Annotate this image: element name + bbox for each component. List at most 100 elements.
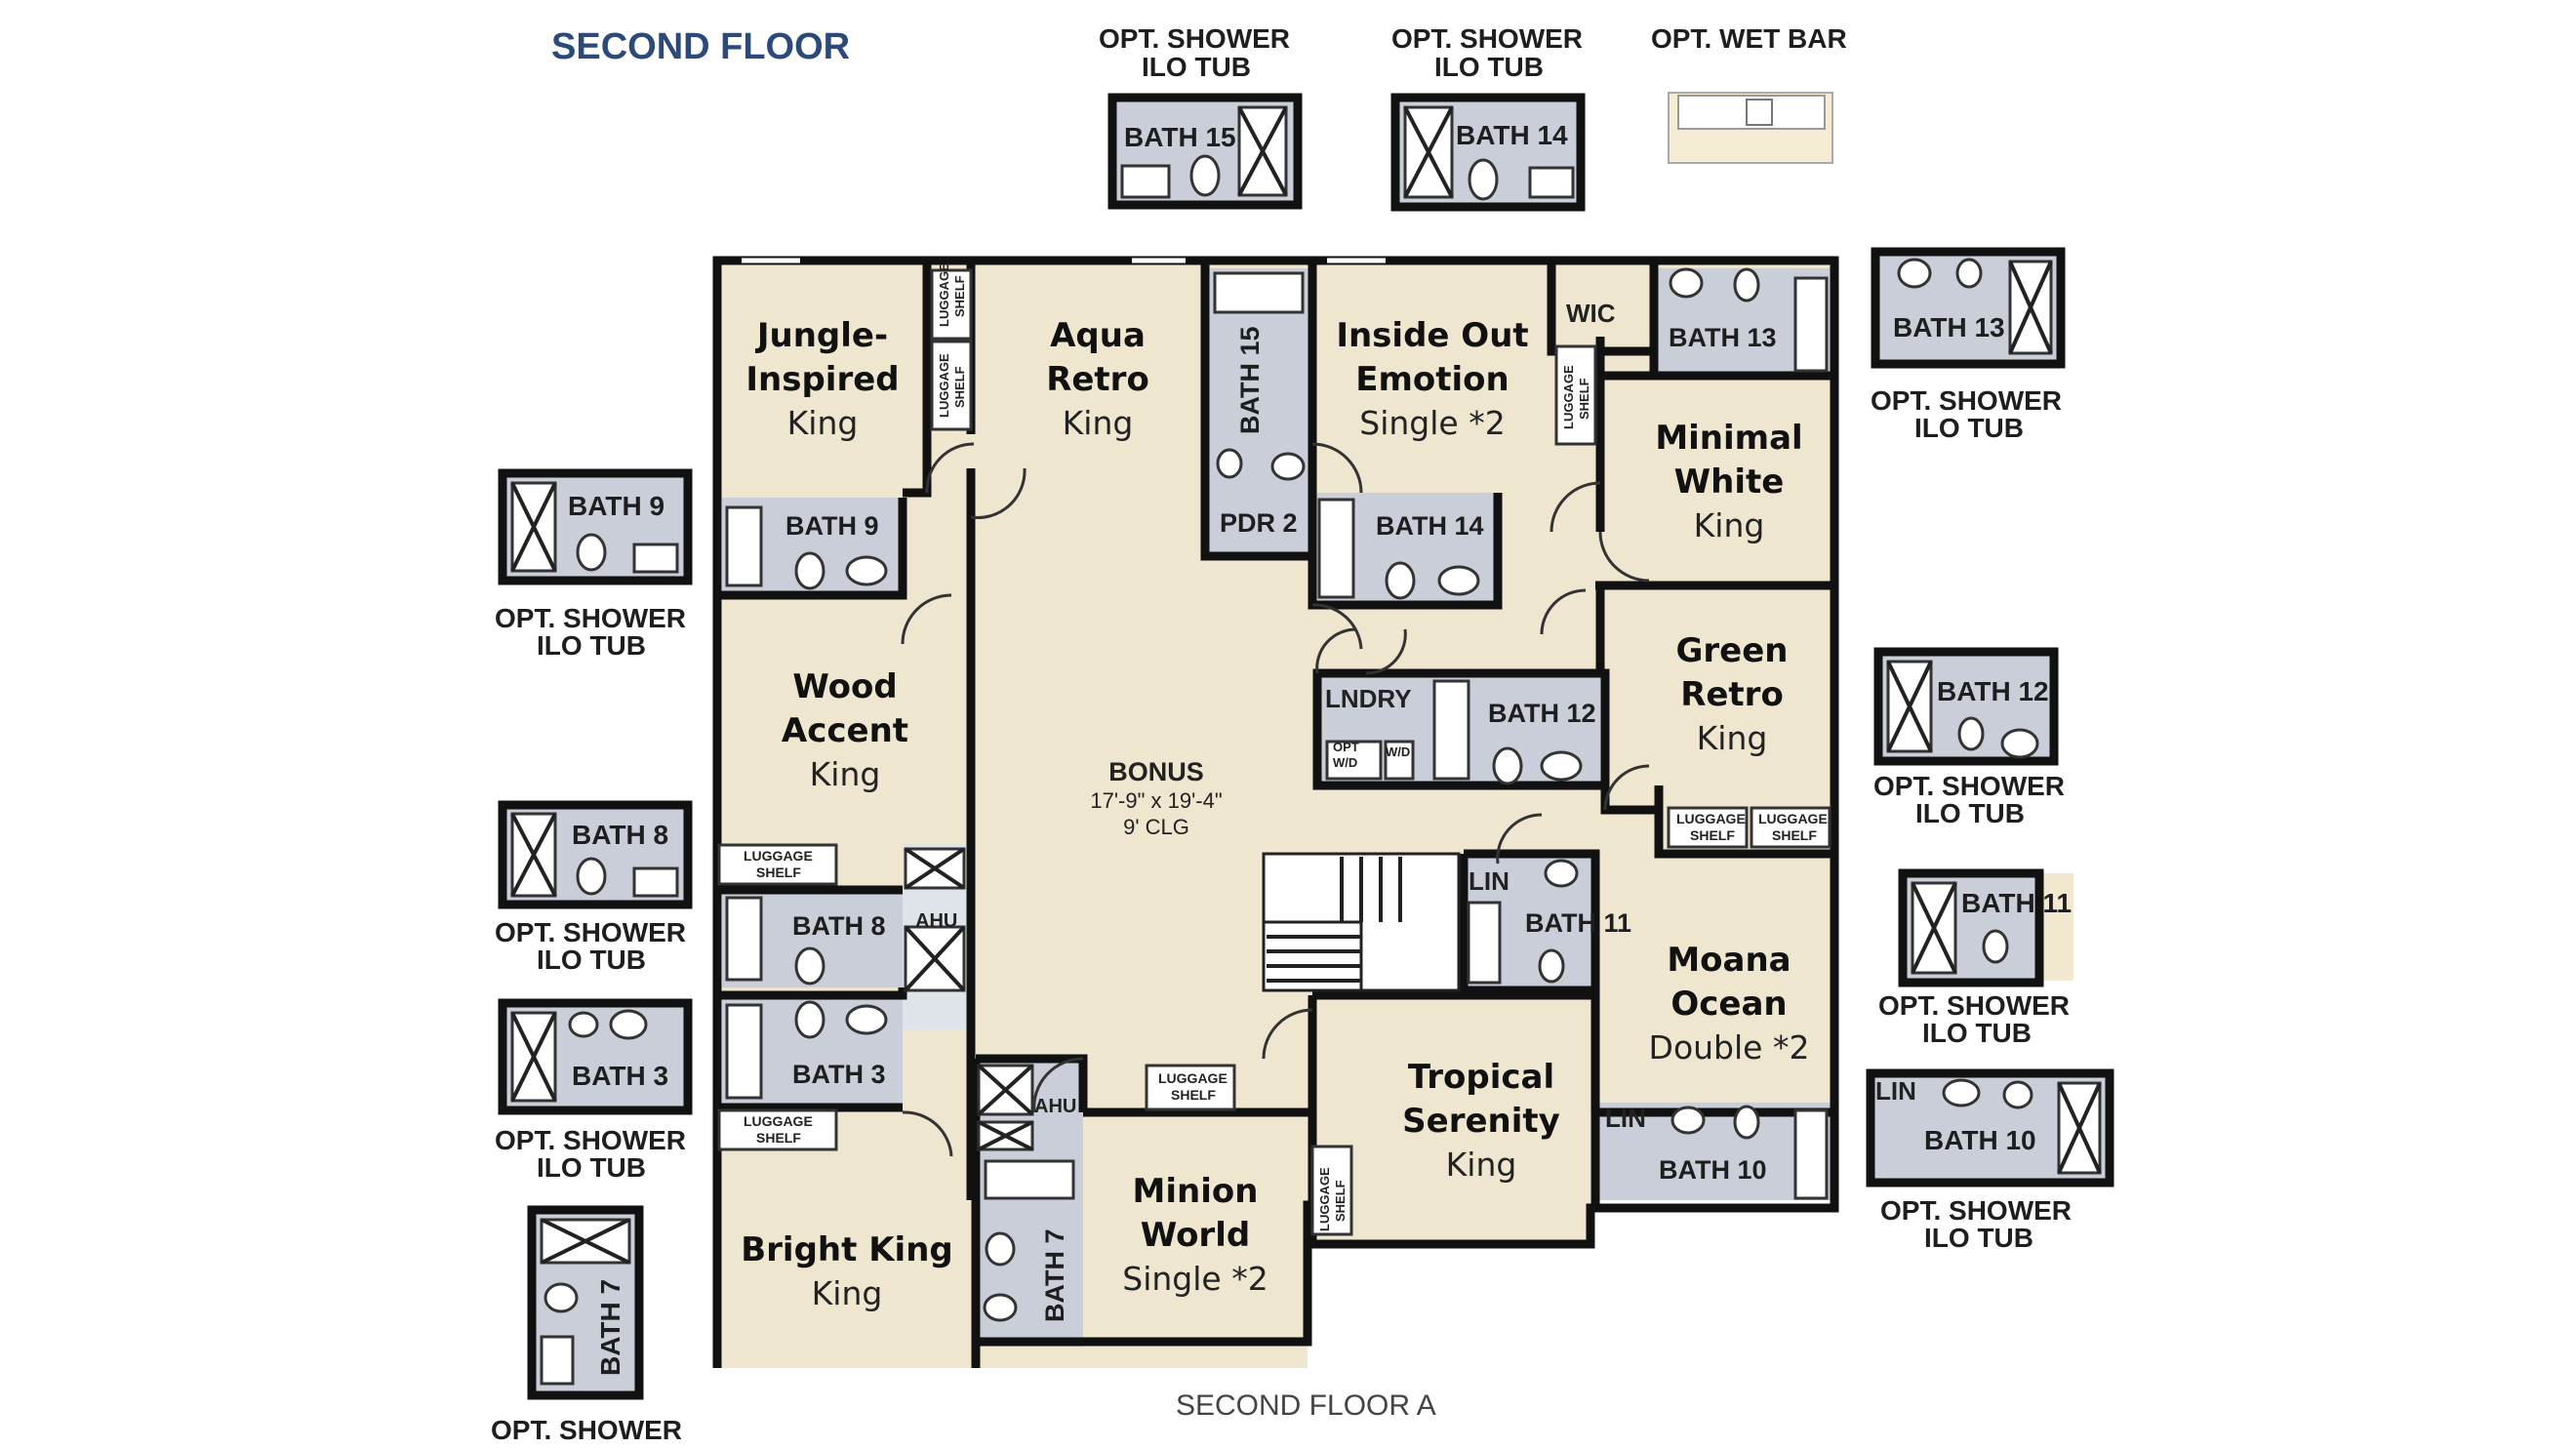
room-name: Minimal [1655,419,1802,458]
shelf-label: SHELF [756,1130,801,1146]
bath-label: BATH 10 [1659,1155,1767,1185]
room-name: Inside Out [1336,316,1528,355]
bed-type: King [810,755,881,793]
option-label: OPT. SHOWER [1878,990,2070,1021]
wd-label: W/D [1333,755,1357,770]
option-label: ILO TUB [1924,1223,2033,1253]
option-inset-bath-7: BATH 7 OPT. SHOWER [491,1205,682,1445]
luggage-label: LUGGAGE [937,262,951,327]
option-label: ILO TUB [537,630,646,661]
option-inset-bath-12: BATH 12 OPT. SHOWER ILO TUB [1873,647,2065,828]
wic-label: WIC [1566,299,1616,328]
bath-label: BATH 13 [1893,312,2005,342]
room-name: Ocean [1670,985,1787,1024]
shelf-label: SHELF [1171,1087,1216,1103]
plan-caption: SECOND FLOOR A [1176,1389,1436,1422]
luggage-label: LUGGAGE [1317,1167,1332,1231]
room-name: Minion [1133,1172,1259,1211]
ahu-label: AHU [1034,1096,1076,1117]
option-inset-bath-9: BATH 9 OPT. SHOWER ILO TUB [495,468,693,661]
luggage-label: LUGGAGE [1676,811,1746,826]
luggage-label: LUGGAGE [1758,811,1828,826]
room-size: 17'-9" x 19'-4" [1090,788,1222,813]
room-name: BONUS [1108,757,1204,786]
main-plan [712,256,1839,1368]
option-inset-bath-15: OPT. SHOWER ILO TUB BATH 15 [1099,23,1303,210]
room-name: Serenity [1402,1102,1560,1141]
room-name: Green [1676,631,1789,670]
wd-label: W/D [1386,745,1410,759]
option-label: OPT. SHOWER [491,1415,682,1445]
room-name: Tropical [1408,1058,1554,1097]
room-ceiling: 9' CLG [1123,815,1189,839]
shelf-label: SHELF [952,275,967,317]
option-label: ILO TUB [1915,798,2025,828]
room-name: Emotion [1355,360,1509,399]
bath-label: BATH 8 [792,911,886,941]
room-minimal-white: Minimal White King [1655,419,1802,544]
room-green-retro: Green Retro King [1676,631,1789,757]
bed-type: King [1446,1146,1517,1184]
linen-label: LIN [1875,1076,1916,1106]
room-name: World [1141,1216,1250,1255]
shelf-label: SHELF [1690,827,1735,843]
option-inset-bath-13: BATH 13 OPT. SHOWER ILO TUB [1871,247,2066,443]
option-label: ILO TUB [1914,413,2024,443]
bath-label: BATH 11 [1961,888,2072,918]
ahu-label: AHU [915,910,957,932]
option-label: OPT. SHOWER [1099,23,1290,54]
opt-wd-label: OPT [1333,740,1359,754]
luggage-label: LUGGAGE [937,353,951,418]
shelf-label: SHELF [756,865,801,880]
bath-label: BATH 15 [1235,326,1265,434]
bath-label: BATH 12 [1937,676,2049,706]
bath-label: BATH 15 [1124,122,1236,152]
option-label: OPT. WET BAR [1651,23,1847,54]
luggage-label: LUGGAGE [744,1113,813,1129]
option-inset-bath-14: OPT. SHOWER ILO TUB BATH 14 [1390,23,1586,212]
option-inset-wet-bar: OPT. WET BAR [1651,23,1847,164]
bath-label: BATH 14 [1376,511,1484,541]
shelf-label: SHELF [1577,378,1591,420]
room-name: Jungle- [755,316,888,355]
bath-label: BATH 7 [1040,1228,1069,1322]
bath-label: BATH 3 [572,1061,668,1091]
bed-type: Single *2 [1359,404,1505,442]
shelf-label: SHELF [1772,827,1817,843]
option-inset-bath-8: BATH 8 OPT. SHOWER ILO TUB [495,800,693,975]
option-label: OPT. SHOWER [495,917,686,947]
luggage-shelf-labels: LUGGAGE SHELF LUGGAGE SHELF LUGGAGE SHEL… [744,262,1828,1231]
room-name: Wood [792,667,897,706]
room-name: Accent [782,711,908,750]
option-label: OPT. SHOWER [495,1125,686,1155]
bed-type: King [787,404,859,442]
bath-label: BATH 14 [1456,120,1568,150]
option-label: ILO TUB [537,1152,646,1183]
room-bonus: BONUS 17'-9" x 19'-4" 9' CLG [1090,757,1222,839]
option-label: ILO TUB [537,945,646,975]
bed-type: King [1694,506,1765,544]
page-title: SECOND FLOOR [551,26,850,67]
room-tropical-serenity: Tropical Serenity King [1402,1058,1560,1184]
room-name: White [1674,463,1785,502]
bath-label: BATH 8 [572,820,668,850]
option-inset-bath-10: LIN BATH 10 OPT. SHOWER ILO TUB [1866,1068,2114,1253]
linen-label: LIN [1605,1104,1646,1133]
room-name: Aqua [1050,316,1146,355]
option-label: ILO TUB [1434,52,1544,82]
room-name: Inspired [745,360,899,399]
option-label: ILO TUB [1922,1018,2032,1048]
bed-type: King [1063,404,1134,442]
linen-label: LIN [1469,866,1509,896]
bed-type: Single *2 [1122,1260,1268,1298]
bath-label: BATH 9 [785,511,879,541]
room-name: Retro [1046,360,1149,399]
bed-type: King [1697,719,1768,757]
option-label: OPT. SHOWER [1873,771,2065,801]
staircase [1262,852,1461,992]
bath-label: BATH 10 [1924,1125,2036,1155]
room-name: Retro [1680,675,1784,714]
luggage-label: LUGGAGE [1158,1070,1228,1086]
luggage-label: LUGGAGE [744,848,813,864]
bath-label: BATH 12 [1488,699,1596,728]
